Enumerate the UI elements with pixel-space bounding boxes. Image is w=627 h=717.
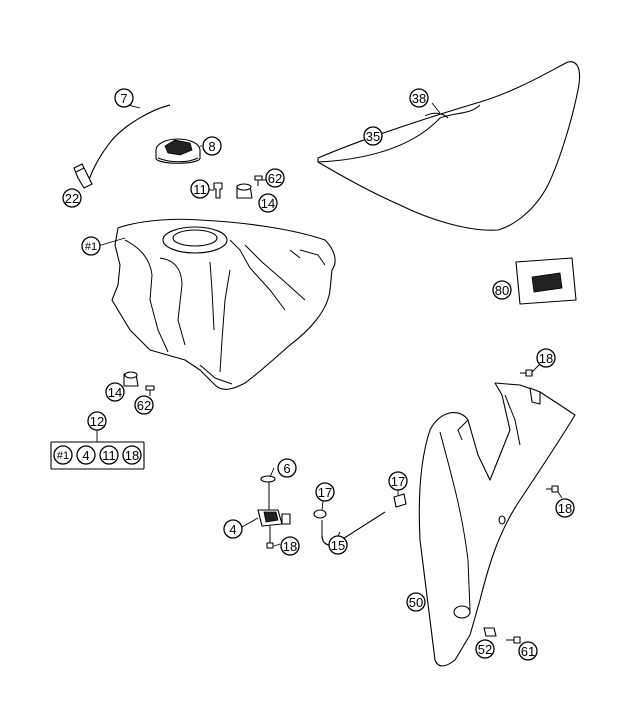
svg-text:18: 18 bbox=[283, 539, 297, 554]
kit-item-18: 18 bbox=[122, 445, 142, 465]
svg-text:18: 18 bbox=[539, 351, 553, 366]
svg-text:17: 17 bbox=[391, 474, 405, 489]
callout-18-top-right: 18 bbox=[536, 348, 556, 368]
svg-text:18: 18 bbox=[558, 501, 572, 516]
kit-group-box bbox=[50, 430, 145, 470]
svg-text:7: 7 bbox=[120, 91, 127, 106]
svg-text:6: 6 bbox=[283, 461, 290, 476]
callout-17-left: 17 bbox=[315, 482, 335, 502]
svg-text:52: 52 bbox=[478, 642, 492, 657]
callout-18-tap: 18 bbox=[280, 536, 300, 556]
callout-15: 15 bbox=[328, 535, 348, 555]
svg-text:38: 38 bbox=[412, 91, 426, 106]
callout-50: 50 bbox=[406, 592, 426, 612]
svg-text:80: 80 bbox=[495, 283, 509, 298]
svg-text:12: 12 bbox=[90, 414, 104, 429]
callout-38: 38 bbox=[409, 88, 429, 108]
svg-text:14: 14 bbox=[108, 385, 122, 400]
callout-14-top: 14 bbox=[258, 193, 278, 213]
fuel-cap bbox=[155, 138, 201, 164]
callout-11: 11 bbox=[190, 179, 210, 199]
leader-lines bbox=[97, 102, 563, 547]
bottom-fasteners bbox=[483, 627, 521, 644]
svg-text:#1: #1 bbox=[85, 241, 97, 253]
svg-text:14: 14 bbox=[261, 196, 275, 211]
callout-61: 61 bbox=[518, 641, 538, 661]
kit-item-4: 4 bbox=[76, 445, 96, 465]
svg-text:22: 22 bbox=[65, 191, 79, 206]
svg-text:62: 62 bbox=[268, 171, 282, 186]
callout-35: 35 bbox=[363, 126, 383, 146]
fuel-line bbox=[313, 493, 407, 546]
svg-text:11: 11 bbox=[102, 448, 116, 463]
callout-6: 6 bbox=[277, 458, 297, 478]
kit-item-11: 11 bbox=[99, 445, 119, 465]
svg-text:17: 17 bbox=[318, 485, 332, 500]
callout-62-middle: 62 bbox=[134, 395, 154, 415]
svg-text:11: 11 bbox=[193, 182, 207, 197]
svg-text:8: 8 bbox=[208, 139, 215, 154]
svg-text:61: 61 bbox=[521, 644, 535, 659]
side-screws bbox=[520, 369, 559, 493]
ktm-decal bbox=[515, 257, 577, 305]
fuel-hose bbox=[87, 104, 171, 184]
fuel-tank bbox=[111, 218, 336, 390]
svg-text:15: 15 bbox=[331, 538, 345, 553]
callout-22: 22 bbox=[62, 188, 82, 208]
small-fasteners-middle bbox=[123, 371, 155, 396]
callout-17-right: 17 bbox=[388, 471, 408, 491]
svg-text:#1: #1 bbox=[57, 450, 69, 462]
callout-12: 12 bbox=[87, 411, 107, 431]
svg-text:18: 18 bbox=[125, 448, 139, 463]
side-cover bbox=[418, 382, 576, 667]
callout-8: 8 bbox=[202, 136, 222, 156]
callout-80: 80 bbox=[492, 280, 512, 300]
svg-text:35: 35 bbox=[366, 129, 380, 144]
callout-1: #1 bbox=[81, 236, 101, 256]
seat bbox=[317, 61, 581, 231]
callout-7: 7 bbox=[114, 88, 134, 108]
small-fasteners-top bbox=[213, 175, 263, 199]
svg-text:4: 4 bbox=[82, 448, 89, 463]
callout-18-side: 18 bbox=[555, 498, 575, 518]
callout-62-top: 62 bbox=[265, 168, 285, 188]
svg-text:62: 62 bbox=[137, 398, 151, 413]
svg-text:50: 50 bbox=[409, 595, 423, 610]
callout-4: 4 bbox=[223, 519, 243, 539]
hose-elbow bbox=[73, 163, 93, 189]
kit-item-1: #1 bbox=[53, 445, 73, 465]
callout-52: 52 bbox=[475, 639, 495, 659]
fuel-tap bbox=[257, 475, 291, 549]
svg-text:4: 4 bbox=[229, 522, 236, 537]
callout-14-middle: 14 bbox=[105, 382, 125, 402]
